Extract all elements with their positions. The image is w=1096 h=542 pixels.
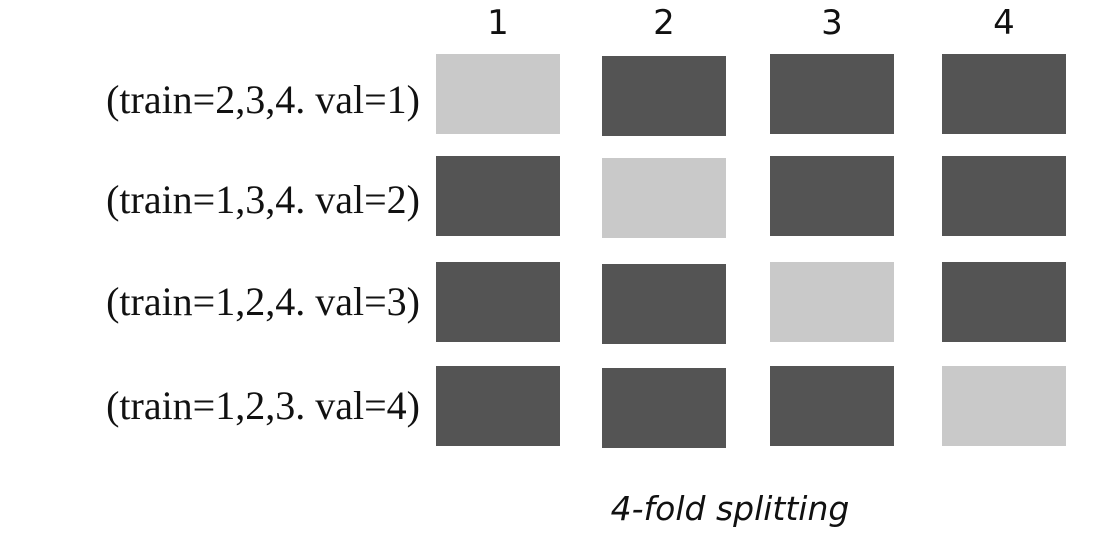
fold-block-row2-fold1-train xyxy=(436,156,560,236)
fold-block-row3-fold4-train xyxy=(942,262,1066,342)
row-label-1: (train=2,3,4. val=1) xyxy=(106,77,420,122)
diagram-caption: 4-fold splitting xyxy=(610,489,850,528)
fold-block-row4-fold4-val xyxy=(942,366,1066,446)
fold-block-row2-fold3-train xyxy=(770,156,894,236)
fold-block-row3-fold3-val xyxy=(770,262,894,342)
fold-block-row3-fold1-train xyxy=(436,262,560,342)
fold-block-row2-fold2-val xyxy=(602,158,726,238)
fold-block-row1-fold3-train xyxy=(770,54,894,134)
fold-block-row2-fold4-train xyxy=(942,156,1066,236)
fold-block-row3-fold2-train xyxy=(602,264,726,344)
fold-block-row4-fold2-train xyxy=(602,368,726,448)
fold-block-row1-fold2-train xyxy=(602,56,726,136)
fold-block-row1-fold4-train xyxy=(942,54,1066,134)
fold-block-row4-fold1-train xyxy=(436,366,560,446)
row-label-4: (train=1,2,3. val=4) xyxy=(106,383,420,428)
column-header-4: 4 xyxy=(993,3,1015,43)
fold-block-row1-fold1-val xyxy=(436,54,560,134)
fold-block-row4-fold3-train xyxy=(770,366,894,446)
column-header-2: 2 xyxy=(653,3,675,43)
row-label-2: (train=1,3,4. val=2) xyxy=(106,177,420,222)
column-header-3: 3 xyxy=(821,3,843,43)
column-header-1: 1 xyxy=(487,3,509,43)
row-label-3: (train=1,2,4. val=3) xyxy=(106,279,420,324)
